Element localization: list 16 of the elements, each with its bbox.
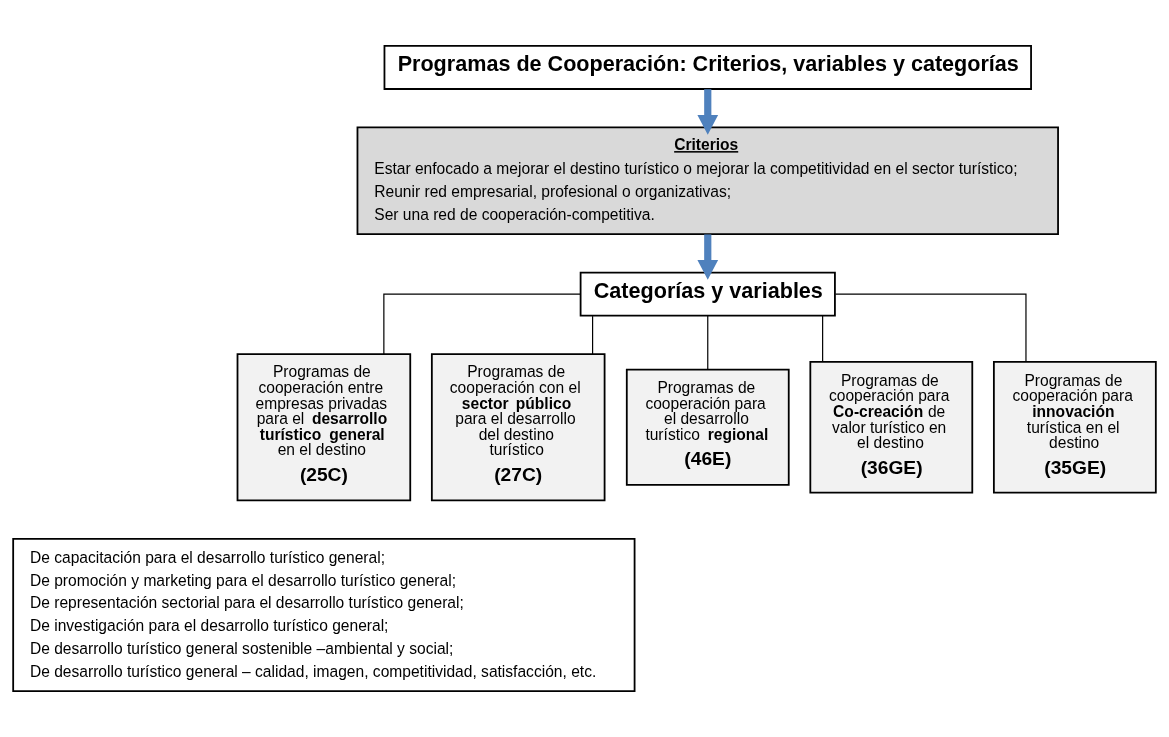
node-box: Programas de Cooperación: Criterios, variables y categorías <box>383 44 1032 90</box>
connector <box>383 293 581 355</box>
node-box: Programas de cooperación para el desarrollo turístico regional (46E) <box>625 368 790 486</box>
node-box: Criterios Estar enfocado a mejorar el destino turístico o mejorar la competitividad en el sector turístico; Reunir red empresarial, profesional o organizativas; Ser una red de cooperación-competitiva. <box>356 126 1059 236</box>
node-box: Categorías y variables <box>579 271 836 317</box>
connector <box>592 315 594 355</box>
node-box: Programas de cooperación con el sector público para el desarrollo del destino turístico (27C) <box>430 353 606 502</box>
arrow <box>697 89 719 135</box>
connector <box>707 315 709 371</box>
node-box: Programas de cooperación para innovación turística en el destino (35GE) <box>992 361 1157 494</box>
connector <box>834 293 1027 363</box>
connector <box>822 315 824 363</box>
node-box: Programas de cooperación entre empresas privadas para el desarrollo turístico general en el destino (25C) <box>236 353 412 502</box>
node-box: De capacitación para el desarrollo turístico general; De promoción y marketing para el desarrollo turístico general; De representación sectorial para el desarrollo turístico general; De investigación para el desarrollo turístico general; De desarrollo turístico general sostenible –ambiental y social; De desarrollo turístico general – calidad, imagen, competitividad, satisfacción, etc. <box>12 537 636 693</box>
node-box: Programas de cooperación para Co-creación de valor turístico en el destino (36GE) <box>809 361 974 494</box>
arrow <box>697 234 719 280</box>
